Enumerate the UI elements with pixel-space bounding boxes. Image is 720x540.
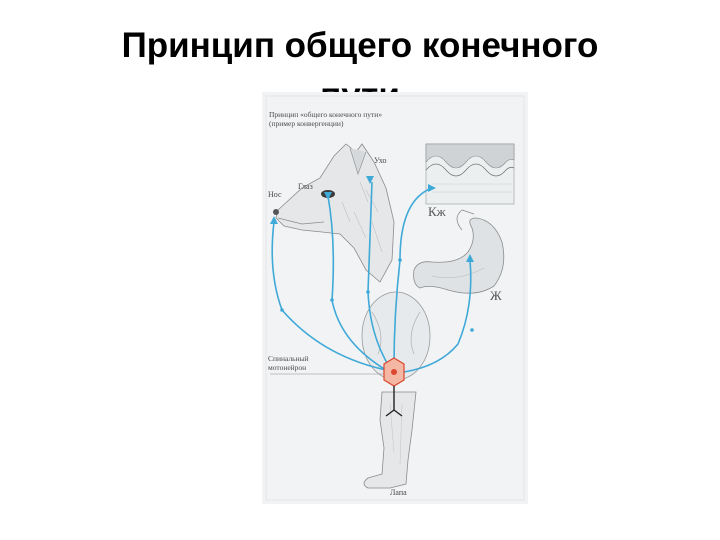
label-skin: Кж (428, 204, 446, 219)
figure-drawing (265, 95, 525, 501)
label-ear: Ухо (374, 156, 387, 165)
final-common-path (385, 386, 403, 417)
label-motoneuron-line-1: Спинальный (268, 354, 309, 363)
title-line-1: Принцип общего конечного (121, 26, 599, 65)
convergence-figure: Принцип «общего конечного пути» (пример … (262, 92, 528, 504)
label-nose: Нос (268, 190, 282, 199)
motoneuron-icon (383, 357, 405, 387)
page-outline (265, 95, 525, 501)
label-motoneuron: Спинальный мотонейрон (268, 354, 309, 372)
label-eye: Глаз (298, 182, 313, 191)
pathway-nodes (280, 258, 474, 332)
dog-leg-drawing (363, 391, 417, 489)
figure-caption: Принцип «общего конечного пути» (пример … (269, 110, 382, 128)
label-paw: Лапа (390, 488, 407, 497)
caption-line-1: Принцип «общего конечного пути» (269, 110, 383, 119)
caption-line-2: (пример конвергенции) (269, 119, 344, 128)
label-stomach: Ж (490, 288, 502, 303)
stomach-drawing (413, 209, 505, 294)
skin-section-drawing (425, 143, 515, 205)
pathway-arrowheads (270, 176, 474, 262)
label-motoneuron-line-2: мотонейрон (268, 363, 307, 372)
